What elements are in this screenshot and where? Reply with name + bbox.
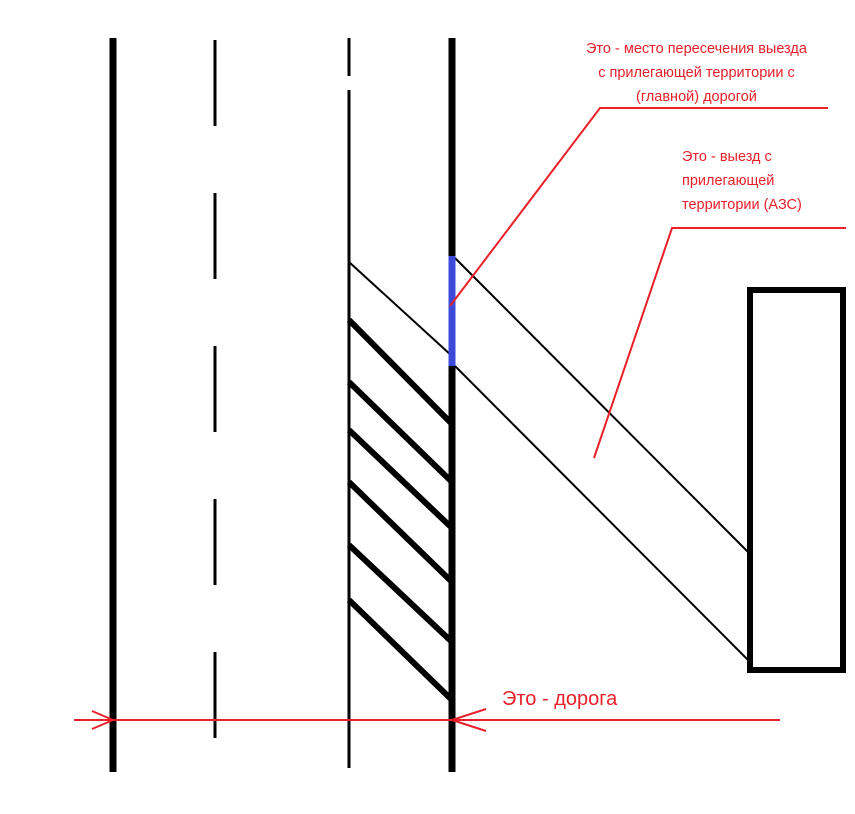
island-hatch-stripe	[346, 379, 455, 485]
exit-lane-lower-edge	[454, 365, 749, 661]
annotation-leaders	[74, 107, 846, 732]
exit-annotation-line-1: Это - выезд с	[682, 149, 772, 165]
left-arrow-head	[91, 710, 116, 730]
exit-annotation-line-2: прилегающей	[682, 173, 775, 189]
island-thin-edge	[348, 261, 453, 357]
road-annotation-text: Это - дорога	[502, 688, 618, 710]
exit-lane	[454, 257, 749, 661]
island-hatch-stripe	[346, 479, 455, 585]
island-hatch-stripe	[346, 317, 455, 427]
exit-annotation-line-3: территории (АЗС)	[682, 197, 802, 213]
intersection-annotation-line-3: (главной) дорогой	[636, 89, 757, 105]
road	[109, 38, 456, 772]
island-hatch-stripe	[346, 427, 455, 531]
exit-leader-line	[593, 227, 846, 459]
intersection-annotation: Это - место пересечения выезда с прилега…	[586, 37, 807, 109]
gas-station-building	[747, 287, 846, 673]
intersection-annotation-line-2: с прилегающей территории с	[598, 65, 795, 81]
island-hatch-stripe	[346, 597, 455, 703]
exit-annotation: Это - выезд с прилегающей территории (АЗ…	[682, 145, 802, 217]
intersection-annotation-line-1: Это - место пересечения выезда	[586, 41, 807, 57]
right-arrow-head	[448, 708, 487, 732]
road-annotation: Это - дорога	[502, 686, 617, 712]
island-hatch-stripe	[346, 542, 455, 645]
intersection-leader-line	[449, 107, 828, 307]
exit-lane-upper-edge	[454, 257, 749, 553]
hatched-island	[346, 261, 455, 703]
